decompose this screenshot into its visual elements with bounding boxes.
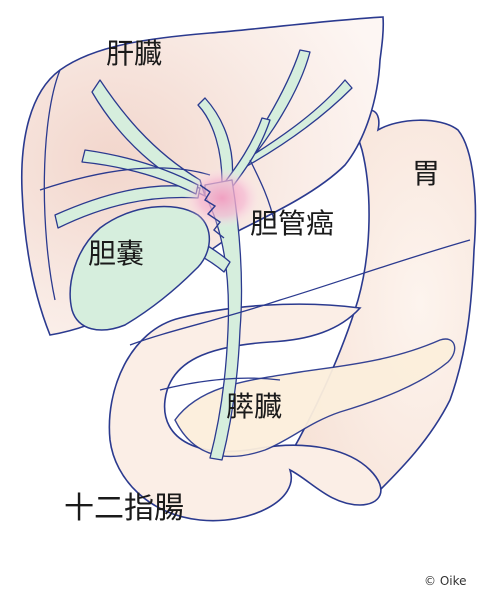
label-liver: 肝臓 — [106, 37, 162, 70]
tumor-stricture — [199, 184, 225, 239]
label-pancreas: 膵臓 — [226, 390, 282, 423]
label-cancer: 胆管癌 — [250, 207, 334, 240]
outline-curves — [39, 69, 471, 391]
gallbladder-shape — [69, 205, 211, 331]
label-gallbladder: 胆嚢 — [88, 237, 144, 270]
label-duodenum: 十二指腸 — [64, 491, 184, 526]
tumor-blob — [184, 168, 260, 228]
label-stomach: 胃 — [412, 157, 440, 190]
duodenum-shape — [108, 303, 382, 522]
pancreas-shape — [174, 338, 456, 458]
credit-text: © Oike — [424, 574, 467, 588]
